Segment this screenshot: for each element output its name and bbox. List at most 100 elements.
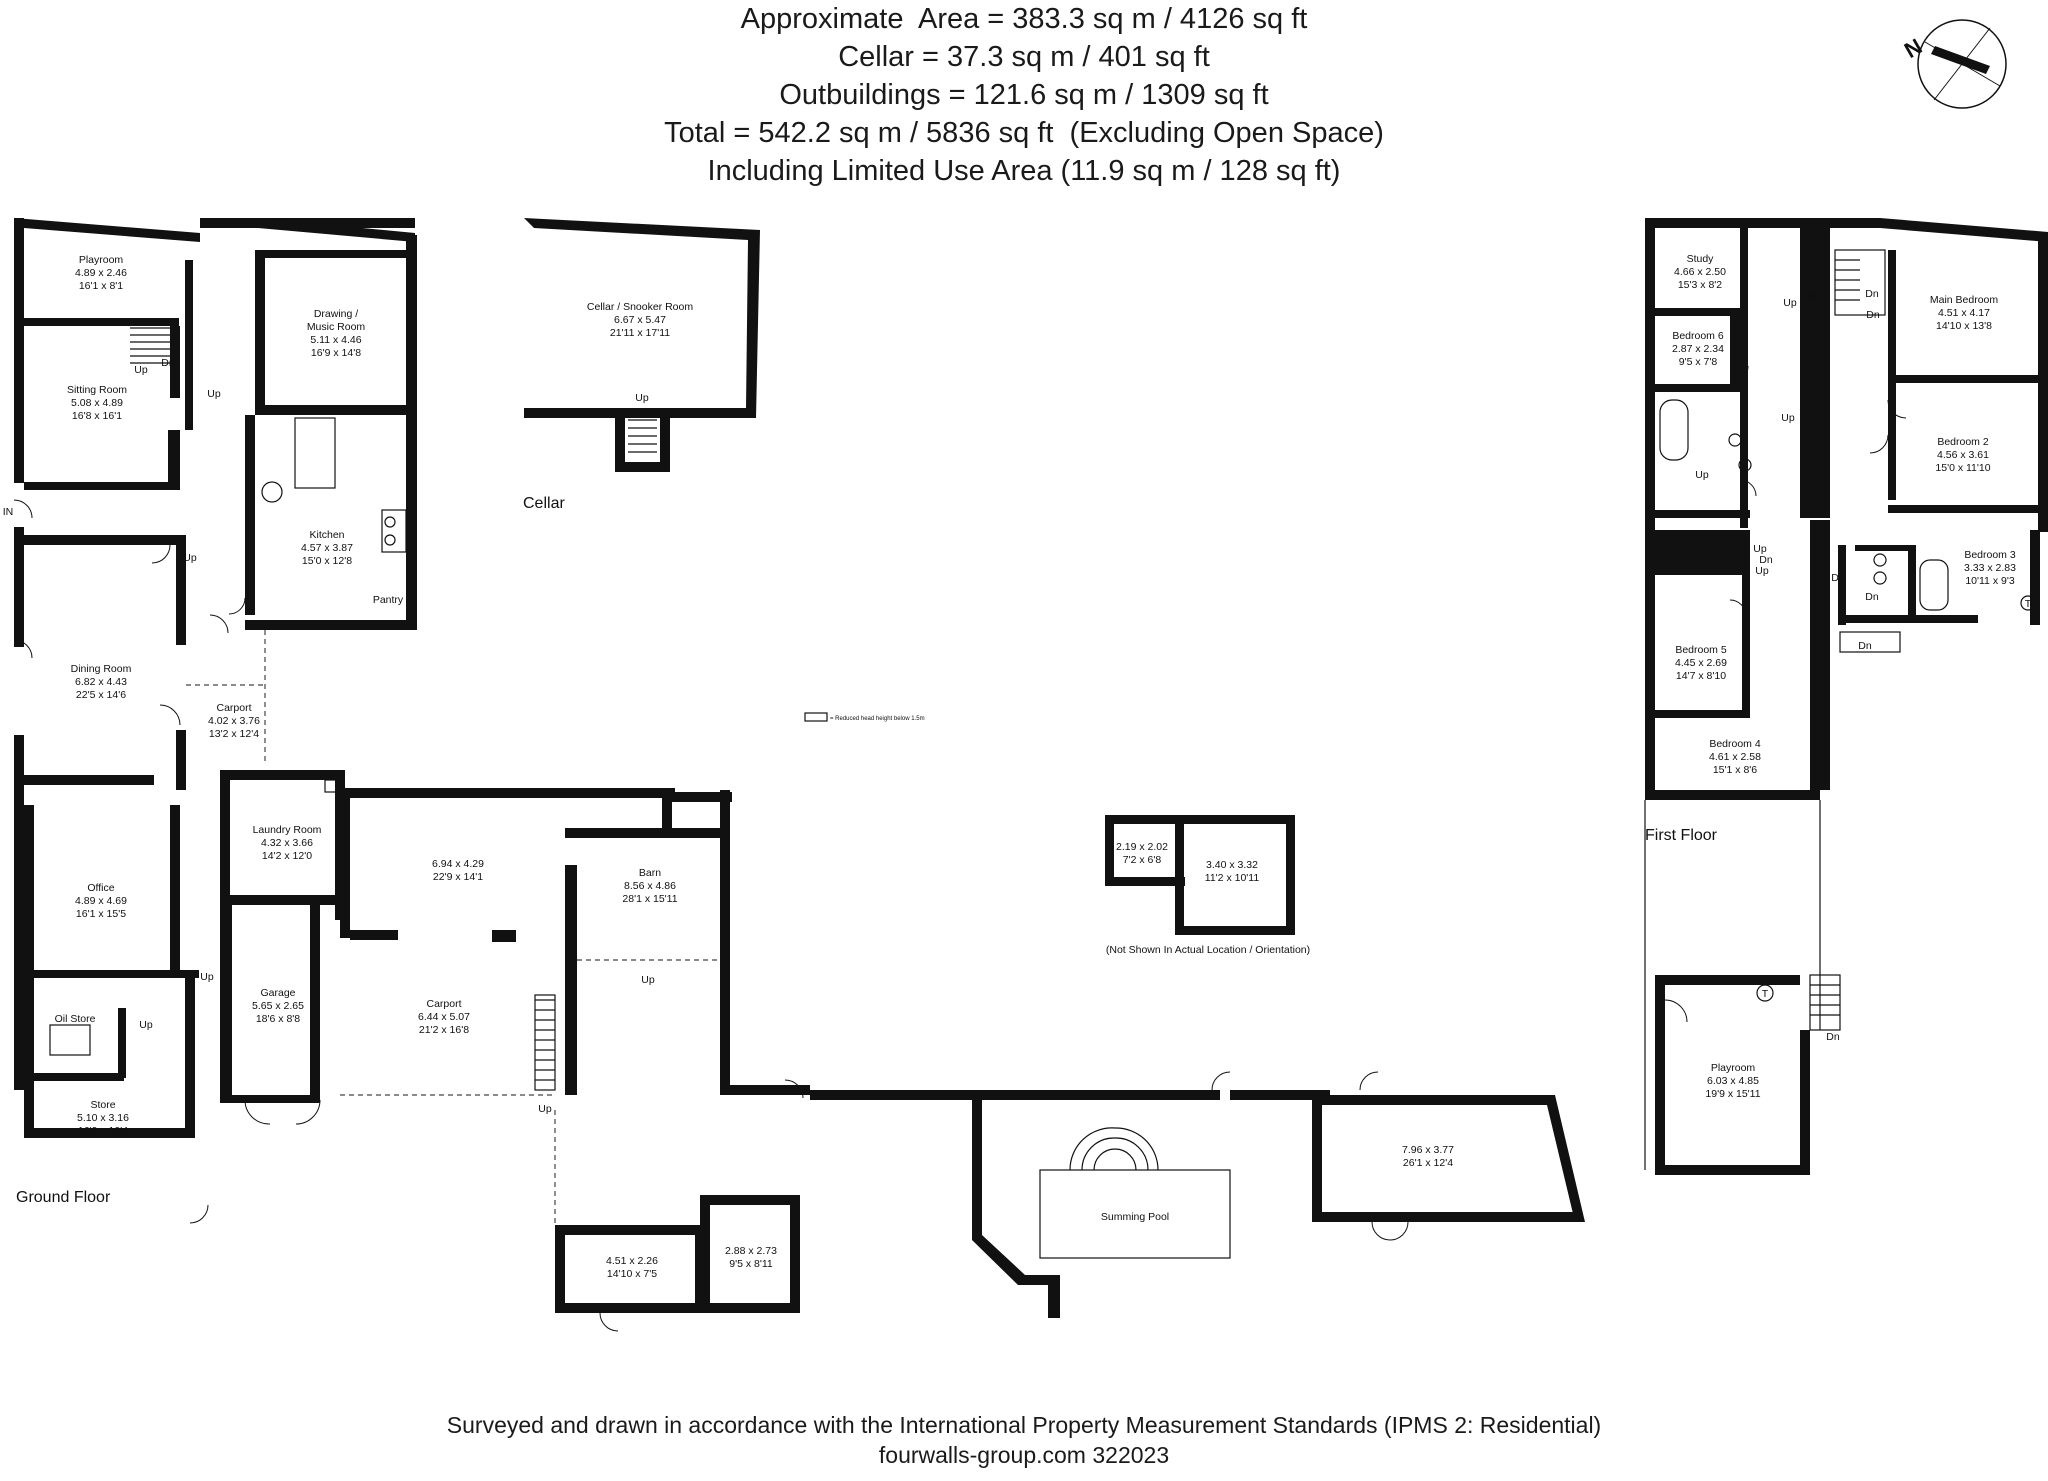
- room-laundry: Laundry Room 4.32 x 3.66 14'2 x 12'0: [253, 824, 322, 862]
- ground-floor-label: Ground Floor: [16, 1189, 111, 1206]
- stair-up-label: Up: [1753, 543, 1767, 555]
- area-summary: Approximate Area = 383.3 sq m / 4126 sq …: [0, 0, 2048, 190]
- svg-text:21'2 x 16'8: 21'2 x 16'8: [419, 1024, 469, 1036]
- svg-text:16'9 x 10'4: 16'9 x 10'4: [78, 1125, 128, 1137]
- svg-text:9'5 x 7'8: 9'5 x 7'8: [1679, 356, 1718, 368]
- svg-text:16'1 x 8'1: 16'1 x 8'1: [79, 280, 123, 292]
- room-cellar-snooker: Cellar / Snooker Room 6.67 x 5.47 21'11 …: [587, 301, 693, 339]
- stair-up-label: Up: [200, 971, 214, 983]
- ground-floor-plan: [13, 218, 1585, 1332]
- room-office: Office 4.89 x 4.69 16'1 x 15'5: [75, 882, 127, 920]
- svg-text:Bedroom 5: Bedroom 5: [1675, 644, 1727, 656]
- svg-text:9'5 x 8'11: 9'5 x 8'11: [729, 1258, 773, 1270]
- svg-text:2.19 x 2.02: 2.19 x 2.02: [1116, 841, 1168, 853]
- svg-text:13'2 x 12'4: 13'2 x 12'4: [209, 728, 259, 740]
- room-detached-medium: 3.40 x 3.32 11'2 x 10'11: [1205, 859, 1260, 884]
- svg-text:21'11 x 17'11: 21'11 x 17'11: [610, 327, 670, 339]
- svg-text:3.33 x 2.83: 3.33 x 2.83: [1964, 562, 2016, 574]
- svg-text:7.96 x 3.77: 7.96 x 3.77: [1402, 1144, 1454, 1156]
- room-sitting-room: Sitting Room 5.08 x 4.89 16'8 x 16'1: [67, 384, 127, 422]
- room-carport-small: Carport 4.02 x 3.76 13'2 x 12'4: [208, 702, 260, 740]
- stair-down-label: Dn: [1831, 572, 1845, 584]
- svg-text:Study: Study: [1687, 253, 1715, 265]
- svg-text:4.57 x 3.87: 4.57 x 3.87: [301, 542, 353, 554]
- tank-t-label: T: [2025, 598, 2032, 610]
- room-oil-store: Oil Store: [55, 1013, 96, 1025]
- svg-text:5.65 x 2.65: 5.65 x 2.65: [252, 1000, 304, 1012]
- stair-up-label: Up: [1755, 565, 1769, 577]
- svg-text:11'2 x 10'11: 11'2 x 10'11: [1205, 872, 1260, 884]
- stair-down-label: Dn: [1866, 309, 1880, 321]
- svg-text:Bedroom 4: Bedroom 4: [1709, 738, 1761, 750]
- svg-text:4.61 x 2.58: 4.61 x 2.58: [1709, 751, 1761, 763]
- detached-outbuildings: [1105, 815, 1295, 935]
- total-area-line: Total = 542.2 sq m / 5836 sq ft (Excludi…: [664, 117, 1384, 149]
- reduced-head-swatch: [804, 712, 828, 722]
- svg-text:Bedroom 6: Bedroom 6: [1672, 330, 1724, 342]
- svg-text:Drawing /: Drawing /: [314, 308, 358, 320]
- svg-text:4.56 x 3.61: 4.56 x 3.61: [1937, 449, 1989, 461]
- svg-text:14'2 x 12'0: 14'2 x 12'0: [262, 850, 312, 862]
- room-study: Study 4.66 x 2.50 15'3 x 8'2: [1674, 253, 1726, 291]
- svg-text:Office: Office: [87, 882, 114, 894]
- svg-text:4.02 x 3.76: 4.02 x 3.76: [208, 715, 260, 727]
- svg-text:16'9 x 14'8: 16'9 x 14'8: [311, 347, 361, 359]
- svg-text:22'5 x 14'6: 22'5 x 14'6: [76, 689, 126, 701]
- svg-text:Cellar / Snooker Room: Cellar / Snooker Room: [587, 301, 693, 313]
- svg-text:Music Room: Music Room: [307, 321, 366, 333]
- stair-down-label: Dn: [161, 357, 175, 369]
- compass-icon: N: [1900, 19, 2007, 109]
- svg-text:16'8 x 16'1: 16'8 x 16'1: [72, 410, 122, 422]
- room-unnamed-outbuilding: 6.94 x 4.29 22'9 x 14'1: [432, 858, 484, 883]
- room-dining-room: Dining Room 6.82 x 4.43 22'5 x 14'6: [71, 663, 132, 701]
- room-bedroom-5: Bedroom 5 4.45 x 2.69 14'7 x 8'10: [1675, 644, 1727, 682]
- stair-up-label: Up: [183, 552, 197, 564]
- stair-up-label: Up: [207, 388, 221, 400]
- svg-text:22'9 x 14'1: 22'9 x 14'1: [433, 871, 483, 883]
- svg-text:6.03 x 4.85: 6.03 x 4.85: [1707, 1075, 1759, 1087]
- svg-text:5.08 x 4.89: 5.08 x 4.89: [71, 397, 123, 409]
- svg-text:Sitting Room: Sitting Room: [67, 384, 127, 396]
- svg-text:4.89 x 2.46: 4.89 x 2.46: [75, 267, 127, 279]
- svg-text:19'9 x 15'11: 19'9 x 15'11: [1705, 1088, 1760, 1100]
- pantry-label: Pantry: [373, 594, 404, 606]
- room-store: Store 5.10 x 3.16 16'9 x 10'4: [77, 1099, 129, 1137]
- room-barn: Barn 8.56 x 4.86 28'1 x 15'11: [622, 867, 677, 905]
- svg-text:8.56 x 4.86: 8.56 x 4.86: [624, 880, 676, 892]
- svg-text:4.45 x 2.69: 4.45 x 2.69: [1675, 657, 1727, 669]
- stair-down-label: Dn: [1865, 591, 1879, 603]
- svg-text:Playroom: Playroom: [1711, 1062, 1756, 1074]
- stair-up-label: Up: [1805, 288, 1819, 300]
- compass-north-label: N: [1900, 33, 1926, 63]
- svg-text:26'1 x 12'4: 26'1 x 12'4: [1403, 1157, 1453, 1169]
- svg-text:Oil Store: Oil Store: [55, 1013, 96, 1025]
- svg-text:2.87 x 2.34: 2.87 x 2.34: [1672, 343, 1724, 355]
- svg-text:16'1 x 15'5: 16'1 x 15'5: [76, 908, 126, 920]
- svg-text:Laundry Room: Laundry Room: [253, 824, 322, 836]
- room-kitchen: Kitchen 4.57 x 3.87 15'0 x 12'8: [301, 529, 353, 567]
- svg-text:4.51 x 2.26: 4.51 x 2.26: [606, 1255, 658, 1267]
- svg-text:5.10 x 3.16: 5.10 x 3.16: [77, 1112, 129, 1124]
- cellar-area-line: Cellar = 37.3 sq m / 401 sq ft: [838, 41, 1210, 73]
- stair-up-label: Up: [134, 364, 148, 376]
- svg-text:14'7 x 8'10: 14'7 x 8'10: [1676, 670, 1726, 682]
- room-bedroom-2: Bedroom 2 4.56 x 3.61 15'0 x 11'10: [1935, 436, 1990, 474]
- first-floor-label: First Floor: [1645, 827, 1718, 844]
- room-main-bedroom: Main Bedroom 4.51 x 4.17 14'10 x 13'8: [1930, 294, 1999, 332]
- svg-text:4.66 x 2.50: 4.66 x 2.50: [1674, 266, 1726, 278]
- room-detached-small: 2.19 x 2.02 7'2 x 6'8: [1116, 841, 1168, 866]
- svg-text:4.51 x 4.17: 4.51 x 4.17: [1938, 307, 1990, 319]
- svg-text:15'3 x 8'2: 15'3 x 8'2: [1678, 279, 1722, 291]
- ipms-statement: Surveyed and drawn in accordance with th…: [446, 1412, 1602, 1438]
- stair-up-label: Up: [139, 1019, 153, 1031]
- barn-up-label: Up: [641, 974, 655, 986]
- svg-text:Store: Store: [90, 1099, 115, 1111]
- room-playroom-first: Playroom 6.03 x 4.85 19'9 x 15'11: [1705, 1062, 1760, 1100]
- svg-text:Dining Room: Dining Room: [71, 663, 132, 675]
- svg-text:Playroom: Playroom: [79, 254, 124, 266]
- room-carport-large: Carport 6.44 x 5.07 21'2 x 16'8: [418, 998, 470, 1036]
- svg-text:Bedroom 2: Bedroom 2: [1937, 436, 1989, 448]
- svg-text:7'2 x 6'8: 7'2 x 6'8: [1123, 854, 1162, 866]
- cellar-up-label: Up: [635, 392, 649, 404]
